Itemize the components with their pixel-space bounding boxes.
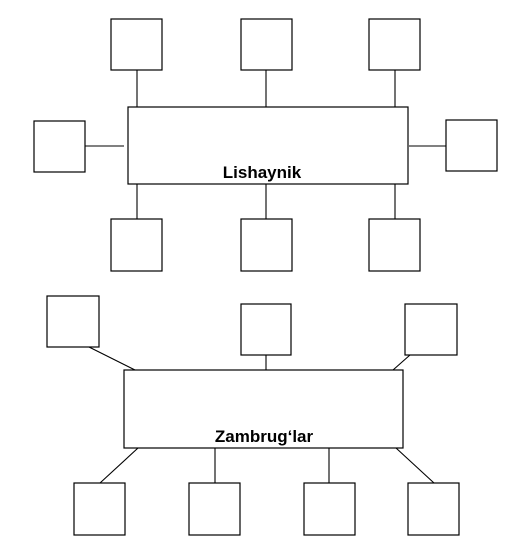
empty-box — [404, 303, 458, 356]
center-box-zambruglar — [123, 369, 404, 449]
empty-box — [303, 482, 356, 536]
empty-box — [33, 120, 86, 173]
empty-box — [240, 218, 293, 272]
connector — [392, 354, 411, 371]
empty-box — [368, 218, 421, 272]
diagram-zambruglar: Zambrug‘lar — [46, 295, 460, 536]
diagram-lishaynik: Lishaynik — [33, 18, 498, 272]
center-label-lishaynik: Lishaynik — [223, 163, 302, 182]
empty-box — [240, 303, 292, 356]
center-box-lishaynik — [127, 106, 409, 185]
empty-box — [110, 218, 163, 272]
empty-box — [368, 18, 421, 71]
empty-box — [110, 18, 163, 71]
center-label-zambruglar: Zambrug‘lar — [215, 427, 314, 446]
empty-box — [46, 295, 100, 348]
empty-box — [407, 482, 460, 536]
connector — [99, 447, 139, 484]
empty-box — [73, 482, 126, 536]
empty-box — [445, 119, 498, 172]
empty-box — [188, 482, 241, 536]
connector — [395, 447, 435, 484]
connector — [88, 346, 136, 371]
empty-box — [240, 18, 293, 71]
